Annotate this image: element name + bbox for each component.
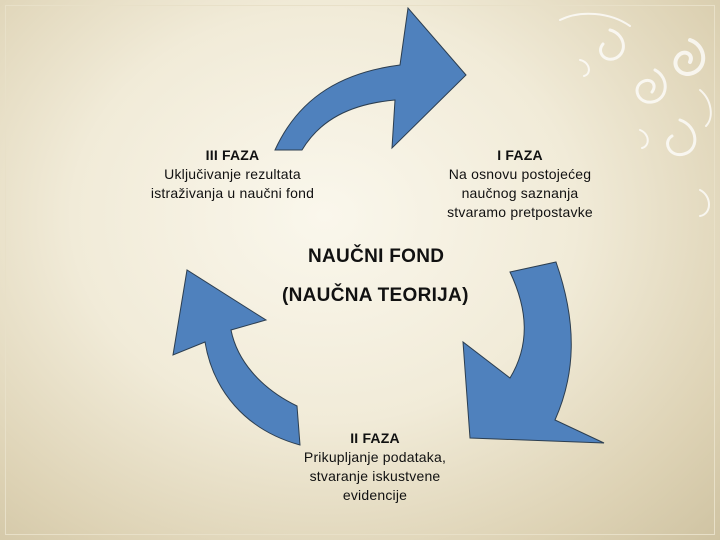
swirl-ornament [559, 12, 712, 217]
phase-2-label: II FAZA Prikupljanje podataka, stvaranje… [295, 429, 455, 505]
left-cycle-arrow [172, 269, 301, 446]
phase-3-label: III FAZA Uključivanje rezultata istraživ… [150, 146, 315, 203]
phase-3-description: Uključivanje rezultata istraživanja u na… [150, 166, 315, 201]
top-cycle-arrow [274, 6, 467, 151]
phase-1-title: I FAZA [497, 147, 543, 163]
center-subtitle: (NAUČNA TEORIJA) [282, 285, 469, 306]
phase-2-description: Prikupljanje podataka, stvaranje iskustv… [303, 449, 447, 503]
center-title: NAUČNI FOND [308, 246, 445, 267]
slide-frame [5, 5, 715, 535]
phase-2-title: II FAZA [350, 430, 400, 446]
right-cycle-arrow [462, 261, 605, 444]
phase-1-description: Na osnovu postojećeg naučnog saznanja st… [447, 166, 593, 220]
phase-1-label: I FAZA Na osnovu postojećeg naučnog sazn… [435, 146, 605, 222]
phase-3-title: III FAZA [205, 147, 260, 163]
